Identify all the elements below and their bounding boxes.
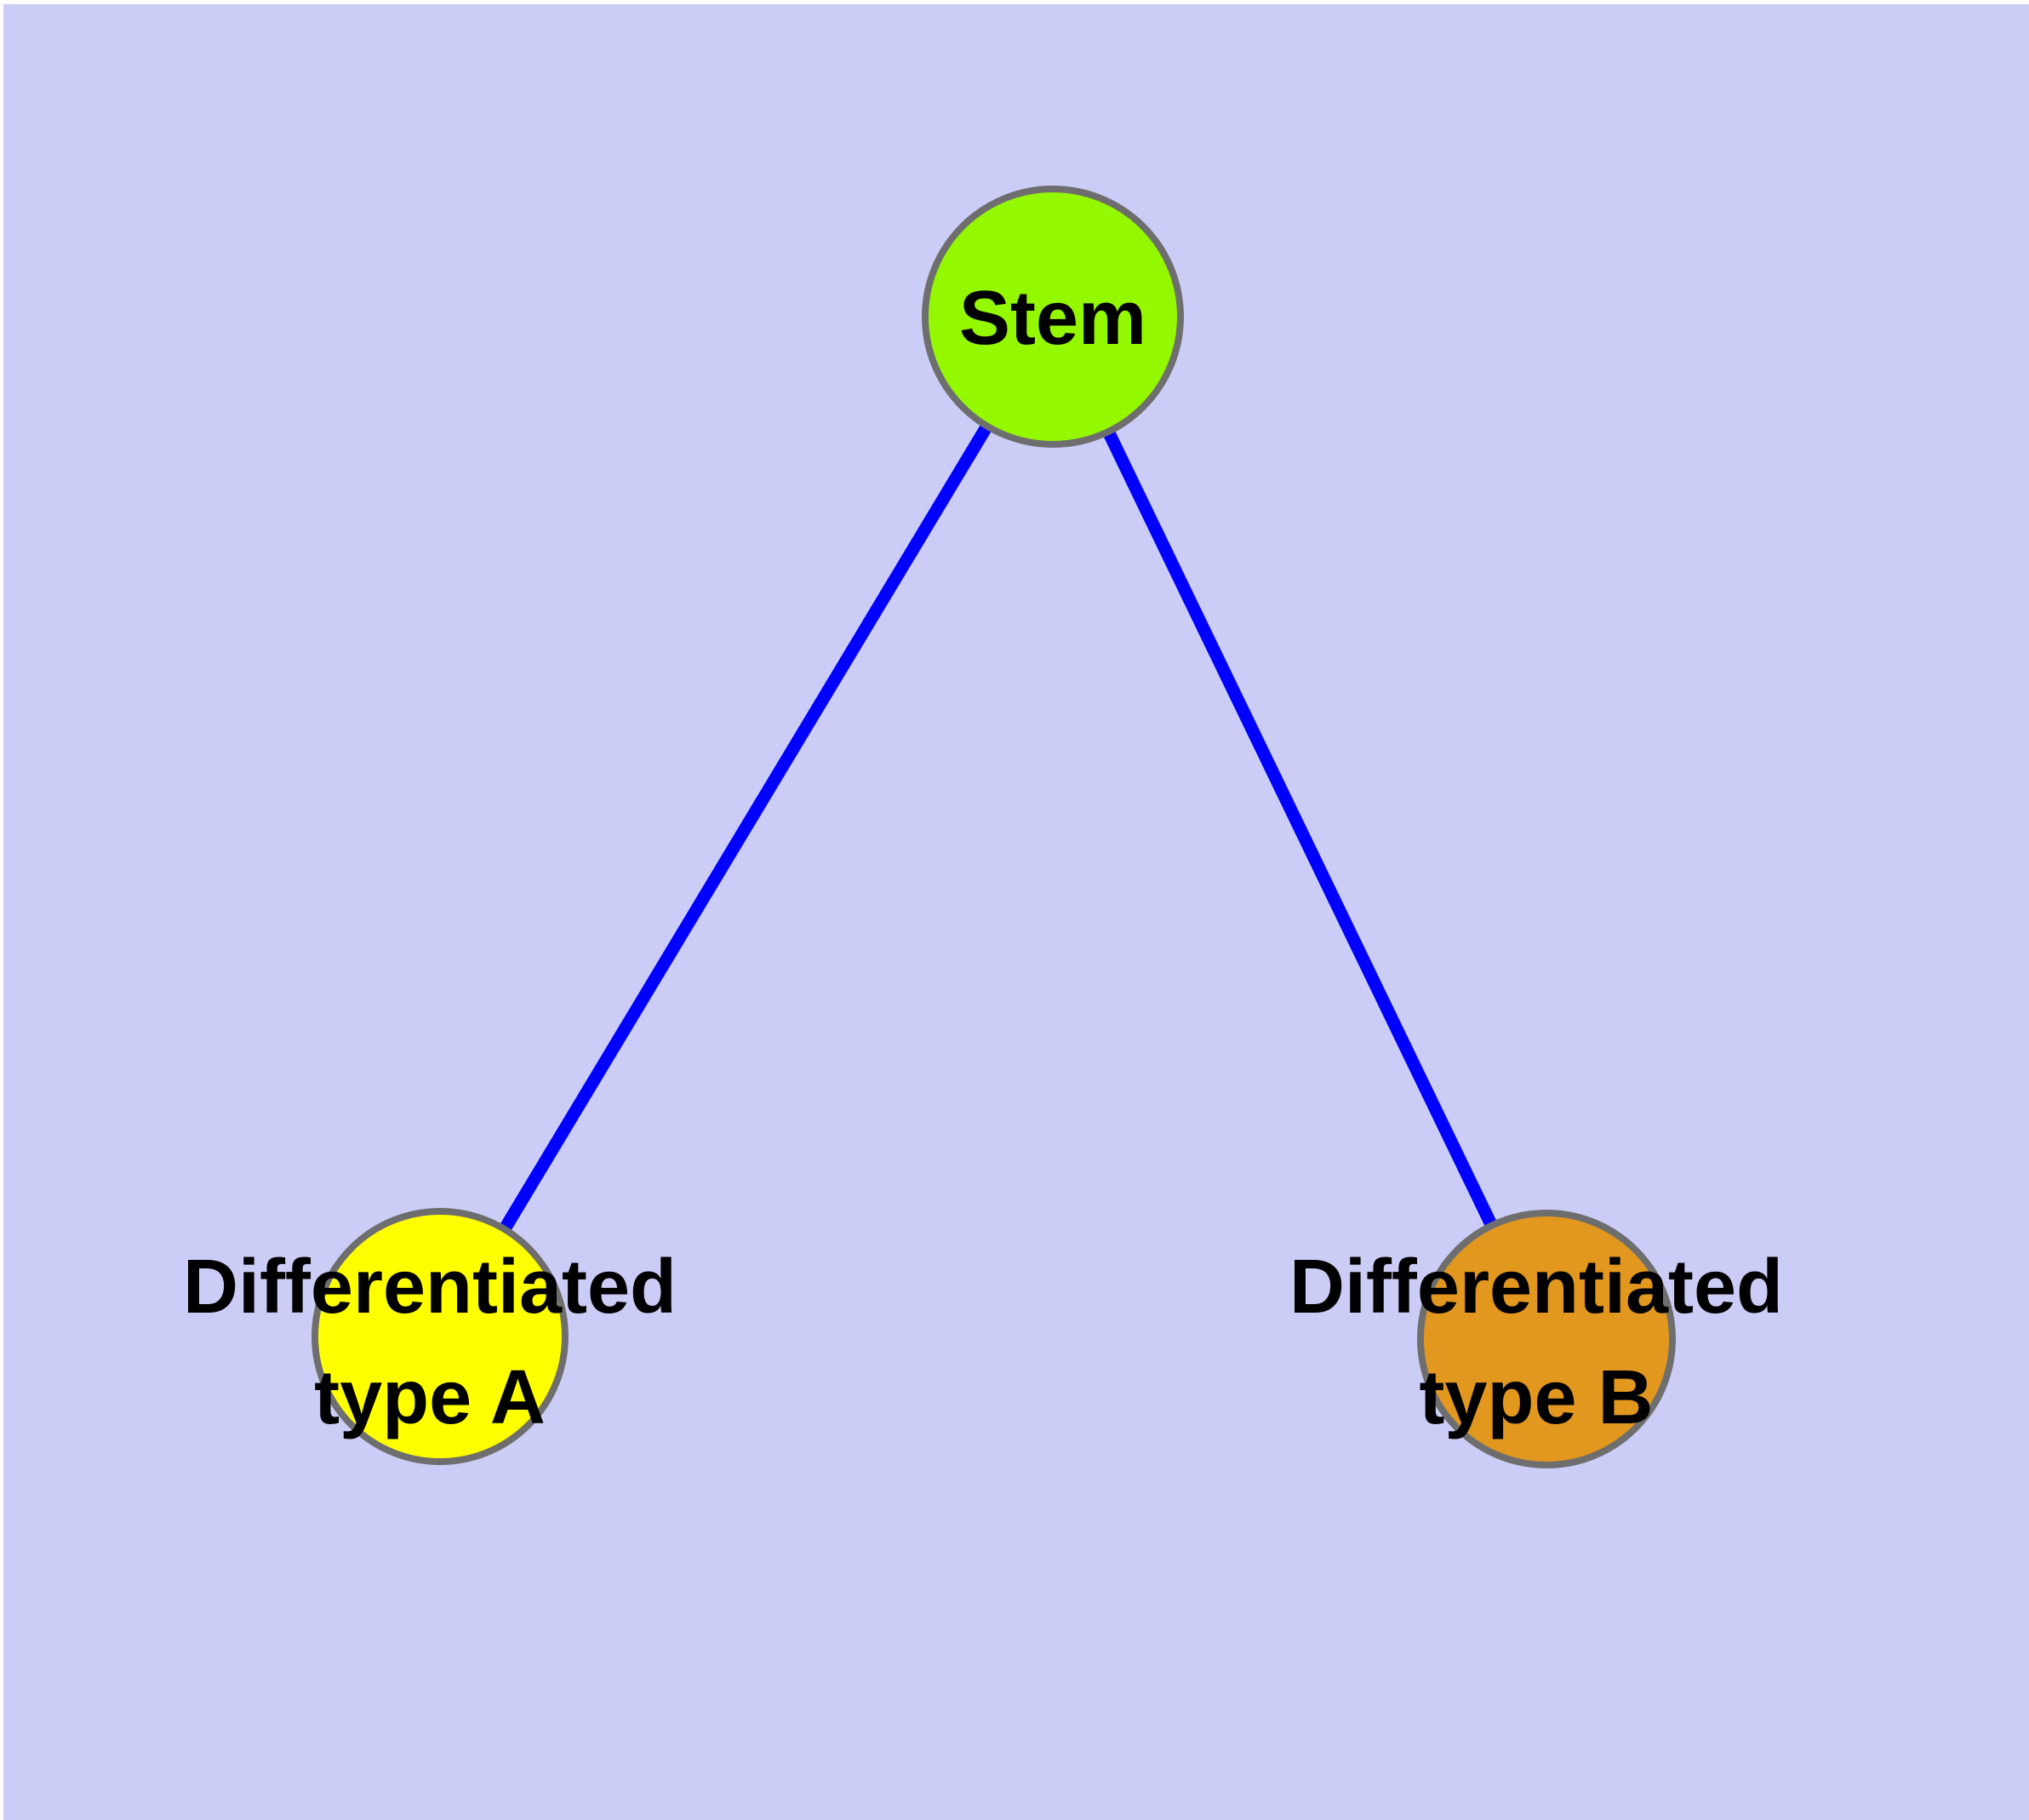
- node-stem-label: Stem: [959, 276, 1146, 361]
- edge-stem-to-type-b: [1047, 313, 1552, 1342]
- node-stem: [922, 186, 1184, 448]
- node-type-a-label-line2: type A: [314, 1355, 546, 1440]
- node-type-a-label-line1: Differentiated: [183, 1245, 677, 1330]
- node-differentiated-type-b: [1417, 1210, 1676, 1468]
- edge-stem-to-type-a: [434, 313, 1059, 1340]
- node-type-b-label-line1: Differentiated: [1289, 1245, 1783, 1330]
- node-type-b-label-line2: type B: [1419, 1355, 1653, 1440]
- node-differentiated-type-a: [311, 1208, 569, 1465]
